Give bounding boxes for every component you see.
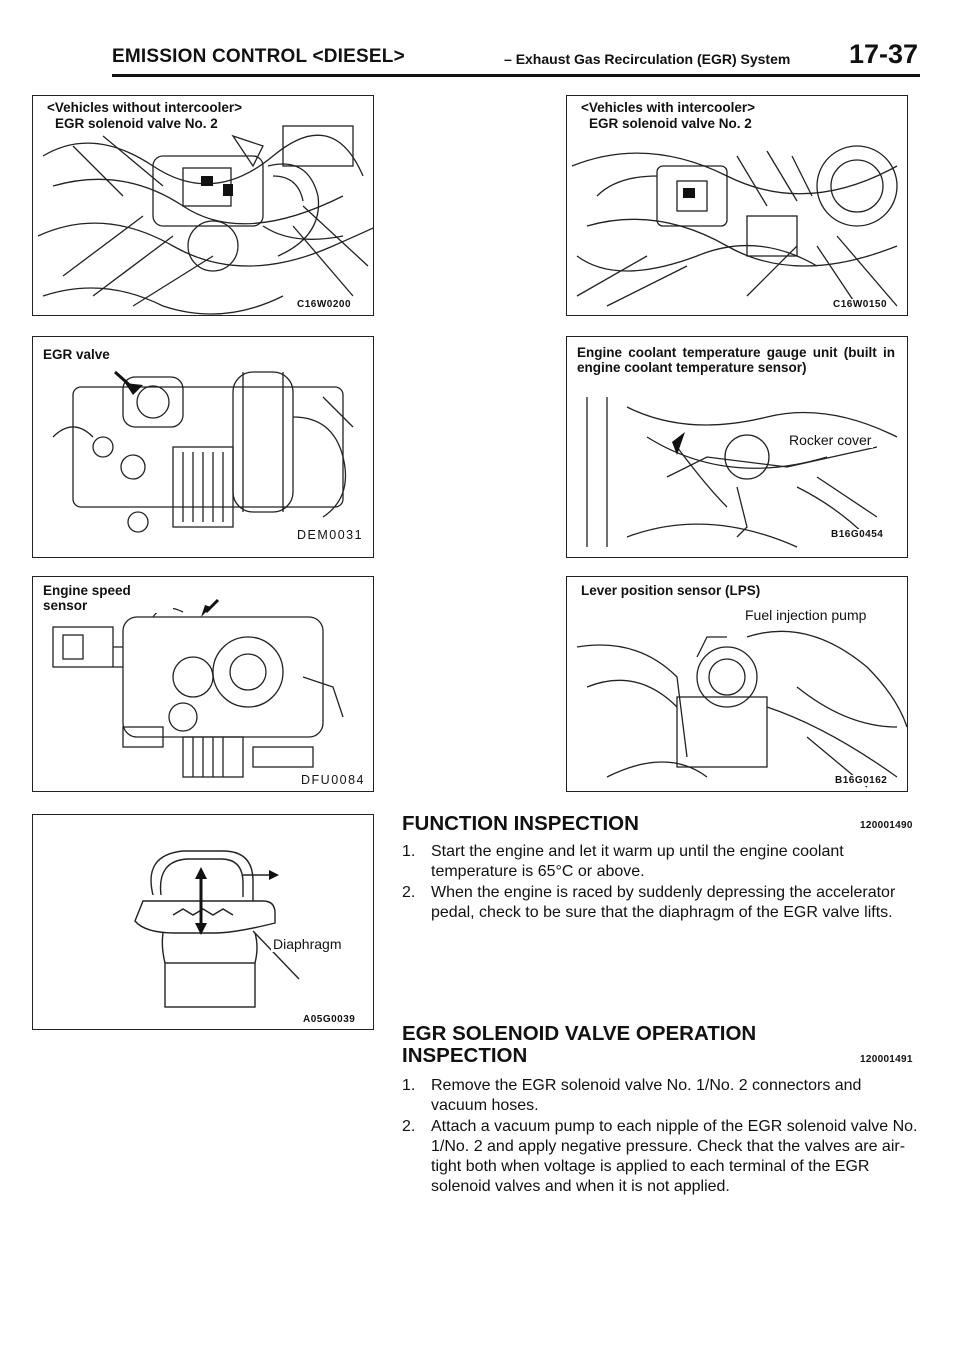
section-title-solenoid-inspection-line2: INSPECTION — [402, 1044, 528, 1067]
step-text: Attach a vacuum pump to each nipple of t… — [431, 1118, 918, 1195]
callout-engine-speed-sensor: Engine speed sensor — [41, 583, 173, 613]
callout-diaphragm: Diaphragm — [271, 936, 344, 952]
coolant-sensor-illustration — [586, 397, 898, 548]
callout-coolant-temperature-gauge-unit: Engine coolant temperature gauge unit (b… — [575, 345, 897, 375]
lps-illustration — [576, 630, 907, 788]
fuel-pump-illustration — [52, 598, 344, 778]
callout-egr-valve: EGR valve — [41, 347, 112, 362]
function-inspection-steps: 1. Start the engine and let it warm up u… — [402, 842, 920, 924]
diaphragm-illustration — [134, 850, 300, 1008]
engine-bay-illustration — [37, 125, 373, 315]
figure-lever-position-sensor: Lever position sensor (LPS) Fuel injecti… — [566, 576, 908, 792]
step-number: 2. — [402, 1118, 416, 1135]
header-dash: – — [504, 51, 512, 67]
step-text: When the engine is raced by suddenly dep… — [431, 884, 896, 921]
figure-code: B16G0162 — [833, 775, 890, 786]
header-title: EMISSION CONTROL <DIESEL> — [112, 46, 405, 67]
figure-engine-speed-sensor: Engine speed sensor DFU0084 — [32, 576, 374, 792]
callout-egr-solenoid-valve-2: EGR solenoid valve No. 2 — [53, 116, 220, 131]
step-item: 2. When the engine is raced by suddenly … — [402, 883, 920, 923]
header-subtitle: – Exhaust Gas Recirculation (EGR) System — [504, 51, 790, 67]
step-number: 2. — [402, 884, 416, 901]
callout-fuel-injection-pump: Fuel injection pump — [743, 607, 869, 623]
figure-title: <Vehicles with intercooler> — [579, 100, 758, 115]
figure-code: A05G0039 — [301, 1014, 358, 1025]
figure-diaphragm: Diaphragm A05G0039 — [32, 814, 374, 1030]
figure-code: C16W0200 — [295, 299, 354, 310]
step-item: 2. Attach a vacuum pump to each nipple o… — [402, 1117, 920, 1197]
figure-code: DFU0084 — [299, 773, 367, 787]
section-code-function-inspection: 120001490 — [860, 820, 913, 831]
solenoid-inspection-steps: 1. Remove the EGR solenoid valve No. 1/N… — [402, 1076, 920, 1198]
header-rule — [112, 74, 920, 77]
figure-code: C16W0150 — [831, 299, 890, 310]
page-number: 17-37 — [848, 39, 918, 69]
figure-coolant-sensor: Engine coolant temperature gauge unit (b… — [566, 336, 908, 558]
step-text: Start the engine and let it warm up unti… — [431, 843, 844, 880]
figure-title: <Vehicles without intercooler> — [45, 100, 245, 115]
figure-code: B16G0454 — [829, 529, 886, 540]
figure-egr-valve: EGR valve DEM0031 — [32, 336, 374, 558]
section-title-solenoid-inspection-line1: EGR SOLENOID VALVE OPERATION — [402, 1022, 757, 1045]
step-item: 1. Remove the EGR solenoid valve No. 1/N… — [402, 1076, 920, 1116]
callout-egr-solenoid-valve-2: EGR solenoid valve No. 2 — [587, 116, 754, 131]
step-item: 1. Start the engine and let it warm up u… — [402, 842, 920, 882]
section-code-solenoid-inspection: 120001491 — [860, 1054, 913, 1065]
section-title-function-inspection: FUNCTION INSPECTION — [402, 812, 639, 835]
callout-rocker-cover: Rocker cover — [787, 432, 874, 448]
header-subtitle-text: Exhaust Gas Recirculation (EGR) System — [515, 51, 791, 67]
page-header: EMISSION CONTROL <DIESEL> – Exhaust Gas … — [112, 39, 918, 72]
figure-with-intercooler: <Vehicles with intercooler> EGR solenoid… — [566, 95, 908, 316]
step-number: 1. — [402, 843, 416, 860]
step-number: 1. — [402, 1077, 416, 1094]
egr-valve-illustration — [52, 370, 354, 533]
engine-bay-illustration — [571, 145, 898, 307]
step-text: Remove the EGR solenoid valve No. 1/No. … — [431, 1077, 862, 1114]
figure-without-intercooler: <Vehicles without intercooler> EGR solen… — [32, 95, 374, 316]
callout-lever-position-sensor: Lever position sensor (LPS) — [579, 583, 763, 598]
figure-code: DEM0031 — [295, 528, 366, 542]
